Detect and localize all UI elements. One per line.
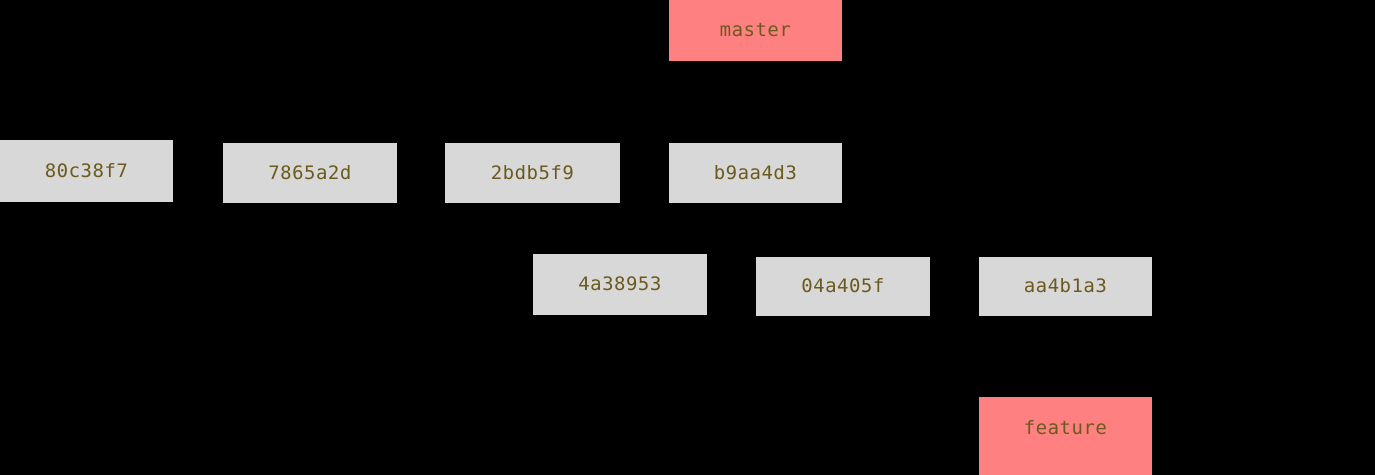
branch-label-feature[interactable]: feature <box>979 397 1152 475</box>
commit-node-80c38f7[interactable]: 80c38f7 <box>0 140 173 202</box>
commit-node-b9aa4d3[interactable]: b9aa4d3 <box>669 143 842 203</box>
commit-node-04a405f[interactable]: 04a405f <box>756 257 930 316</box>
commit-node-aa4b1a3[interactable]: aa4b1a3 <box>979 257 1152 316</box>
commit-node-2bdb5f9[interactable]: 2bdb5f9 <box>445 143 620 203</box>
git-graph-canvas: master 80c38f7 7865a2d 2bdb5f9 b9aa4d3 4… <box>0 0 1152 475</box>
branch-label-master[interactable]: master <box>669 0 842 61</box>
commit-node-4a38953[interactable]: 4a38953 <box>533 254 707 315</box>
commit-node-7865a2d[interactable]: 7865a2d <box>223 143 397 203</box>
